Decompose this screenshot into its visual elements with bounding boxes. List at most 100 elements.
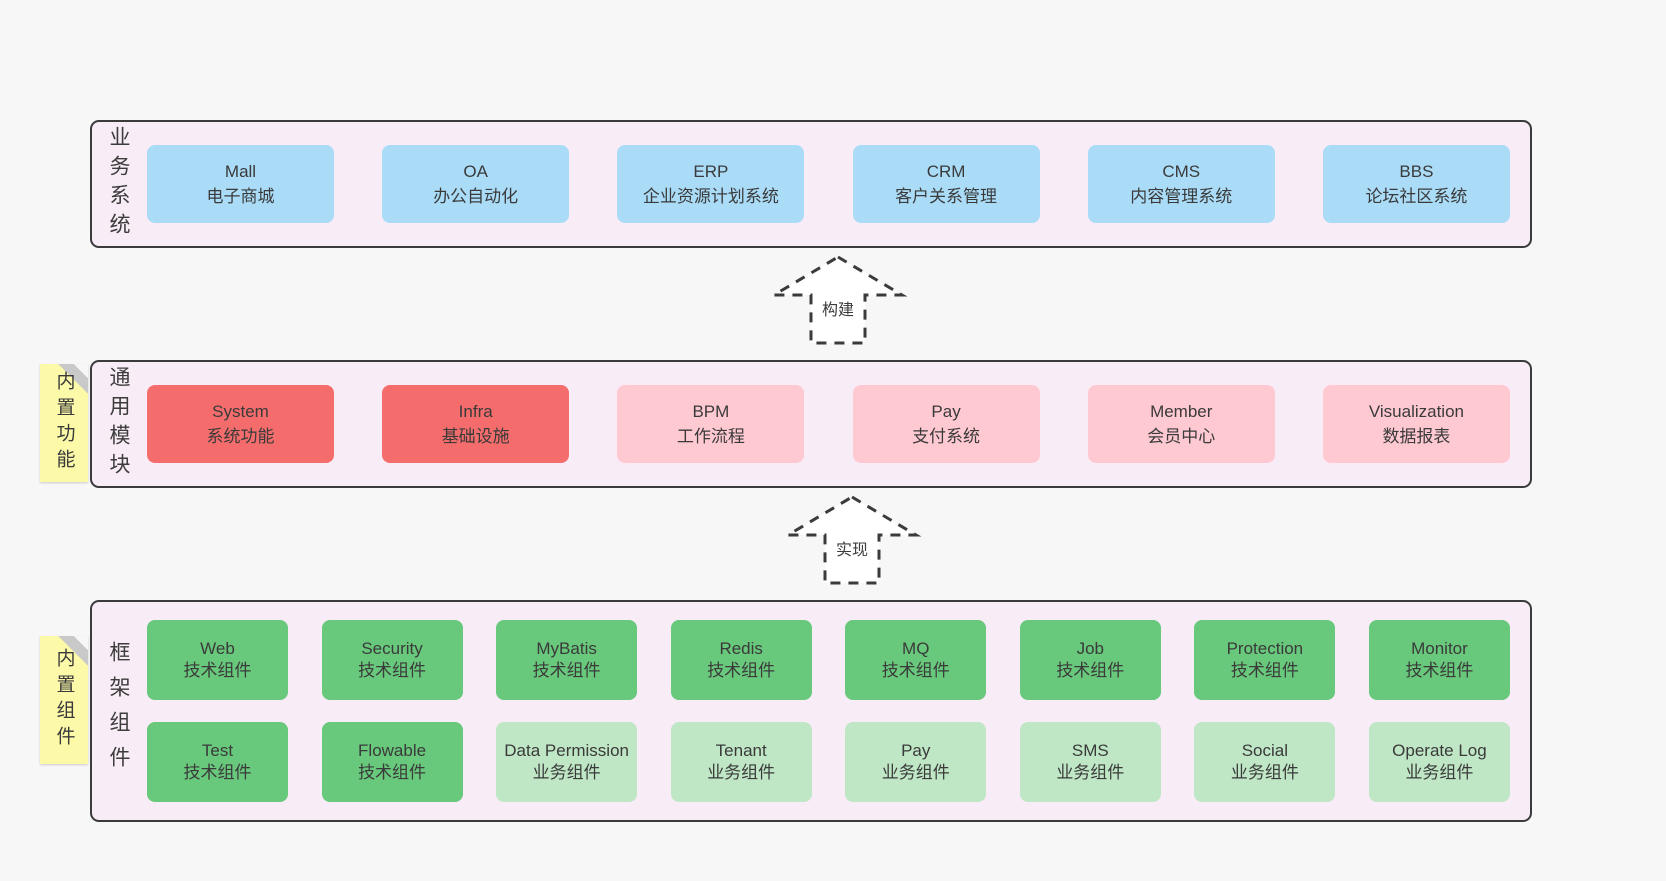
node-title: Monitor — [1411, 639, 1468, 658]
node-pay-biz: Pay 业务组件 — [845, 722, 987, 802]
node-title: CMS — [1162, 162, 1201, 181]
node-pay: Pay 支付系统 — [852, 385, 1040, 463]
node-subtitle: 业务组件 — [1230, 763, 1299, 782]
node-subtitle: 技术组件 — [183, 661, 252, 680]
node-tenant: Tenant 业务组件 — [670, 722, 812, 802]
node-infra: Infra 基础设施 — [382, 385, 570, 463]
panel-business-systems: 业务系统 Mall 电子商城 OA 办公自动化 ERP 企业资源计划系统 CRM… — [90, 120, 1532, 248]
node-social: Social 业务组件 — [1194, 722, 1336, 802]
node-subtitle: 技术组件 — [358, 661, 427, 680]
node-subtitle: 业务组件 — [707, 763, 776, 782]
node-title: Protection — [1226, 639, 1304, 658]
node-security: Security 技术组件 — [321, 620, 463, 700]
sticky-note-text: 内置功能 — [53, 371, 75, 475]
node-title: BPM — [692, 402, 730, 421]
node-title: Web — [200, 639, 235, 658]
node-title: Test — [201, 741, 234, 760]
node-operate-log: Operate Log 业务组件 — [1368, 722, 1510, 802]
node-visualization: Visualization 数据报表 — [1322, 385, 1510, 463]
node-title: BBS — [1399, 162, 1434, 181]
node-subtitle: 技术组件 — [1056, 661, 1125, 680]
node-title: MyBatis — [536, 639, 597, 658]
framework-row-2: Test 技术组件 Flowable 技术组件 Data Permission … — [147, 722, 1510, 802]
node-system: System 系统功能 — [147, 385, 334, 463]
node-title: Flowable — [358, 741, 427, 760]
node-subtitle: 基础设施 — [441, 427, 510, 446]
node-crm: CRM 客户关系管理 — [852, 145, 1040, 223]
node-subtitle: 业务组件 — [1056, 763, 1125, 782]
node-subtitle: 系统功能 — [206, 427, 275, 446]
panel-business-label: 业务系统 — [107, 126, 130, 242]
node-subtitle: 支付系统 — [912, 427, 981, 446]
node-mall: Mall 电子商城 — [147, 145, 334, 223]
common-box-row: System 系统功能 Infra 基础设施 BPM 工作流程 Pay 支付系统… — [147, 362, 1510, 486]
node-subtitle: 内容管理系统 — [1130, 187, 1233, 206]
node-subtitle: 企业资源计划系统 — [642, 187, 779, 206]
sticky-note-builtin-features: 内置功能 — [40, 364, 88, 482]
node-mybatis: MyBatis 技术组件 — [496, 620, 638, 700]
node-cms: CMS 内容管理系统 — [1087, 145, 1275, 223]
node-erp: ERP 企业资源计划系统 — [617, 145, 805, 223]
node-bpm: BPM 工作流程 — [617, 385, 805, 463]
node-subtitle: 技术组件 — [183, 763, 252, 782]
node-title: Operate Log — [1392, 741, 1487, 760]
sticky-note-text: 内置组件 — [53, 648, 75, 752]
node-redis: Redis 技术组件 — [670, 620, 812, 700]
node-subtitle: 技术组件 — [881, 661, 950, 680]
panel-common-label: 通用模块 — [107, 366, 130, 482]
node-subtitle: 技术组件 — [1405, 661, 1474, 680]
panel-framework-components: 框架组件 Web 技术组件 Security 技术组件 MyBatis 技术组件… — [90, 600, 1532, 822]
node-title: Pay — [901, 741, 931, 760]
node-title: Pay — [931, 402, 961, 421]
node-subtitle: 电子商城 — [206, 187, 275, 206]
node-subtitle: 业务组件 — [532, 763, 601, 782]
node-bbs: BBS 论坛社区系统 — [1322, 145, 1510, 223]
node-protection: Protection 技术组件 — [1194, 620, 1336, 700]
panel-common-modules: 通用模块 System 系统功能 Infra 基础设施 BPM 工作流程 Pay… — [90, 360, 1532, 488]
node-subtitle: 论坛社区系统 — [1365, 187, 1468, 206]
node-title: CRM — [926, 162, 966, 181]
build-arrow-label: 构建 — [818, 300, 858, 322]
node-title: MQ — [902, 639, 930, 658]
node-job: Job 技术组件 — [1019, 620, 1161, 700]
node-title: Data Permission — [504, 741, 629, 760]
node-data-permission: Data Permission 业务组件 — [496, 722, 638, 802]
node-title: Social — [1241, 741, 1289, 760]
implement-arrow-label: 实现 — [832, 540, 872, 562]
node-web: Web 技术组件 — [147, 620, 288, 700]
node-subtitle: 技术组件 — [358, 763, 427, 782]
node-member: Member 会员中心 — [1087, 385, 1275, 463]
node-title: SMS — [1071, 741, 1109, 760]
build-arrow: 构建 — [768, 254, 908, 346]
node-title: Redis — [719, 639, 763, 658]
node-subtitle: 技术组件 — [707, 661, 776, 680]
node-subtitle: 办公自动化 — [433, 187, 519, 206]
sticky-note-builtin-components: 内置组件 — [40, 636, 88, 764]
framework-box-rows: Web 技术组件 Security 技术组件 MyBatis 技术组件 Redi… — [147, 602, 1510, 820]
node-title: Visualization — [1368, 402, 1464, 421]
panel-framework-label: 框架组件 — [107, 641, 130, 781]
node-monitor: Monitor 技术组件 — [1368, 620, 1510, 700]
node-test: Test 技术组件 — [147, 722, 288, 802]
node-subtitle: 技术组件 — [1230, 661, 1299, 680]
node-oa: OA 办公自动化 — [382, 145, 570, 223]
node-subtitle: 客户关系管理 — [895, 187, 998, 206]
node-title: Tenant — [715, 741, 767, 760]
node-subtitle: 业务组件 — [1405, 763, 1474, 782]
node-flowable: Flowable 技术组件 — [321, 722, 463, 802]
node-subtitle: 会员中心 — [1147, 427, 1216, 446]
node-title: Infra — [458, 402, 493, 421]
node-title: Job — [1076, 639, 1105, 658]
node-title: OA — [463, 162, 488, 181]
node-subtitle: 业务组件 — [881, 763, 950, 782]
node-title: System — [212, 402, 269, 421]
node-mq: MQ 技术组件 — [845, 620, 987, 700]
node-subtitle: 工作流程 — [676, 427, 745, 446]
node-sms: SMS 业务组件 — [1019, 722, 1161, 802]
node-subtitle: 技术组件 — [532, 661, 601, 680]
node-title: ERP — [693, 162, 729, 181]
node-title: Security — [361, 639, 423, 658]
node-title: Member — [1150, 402, 1213, 421]
implement-arrow: 实现 — [782, 494, 922, 586]
